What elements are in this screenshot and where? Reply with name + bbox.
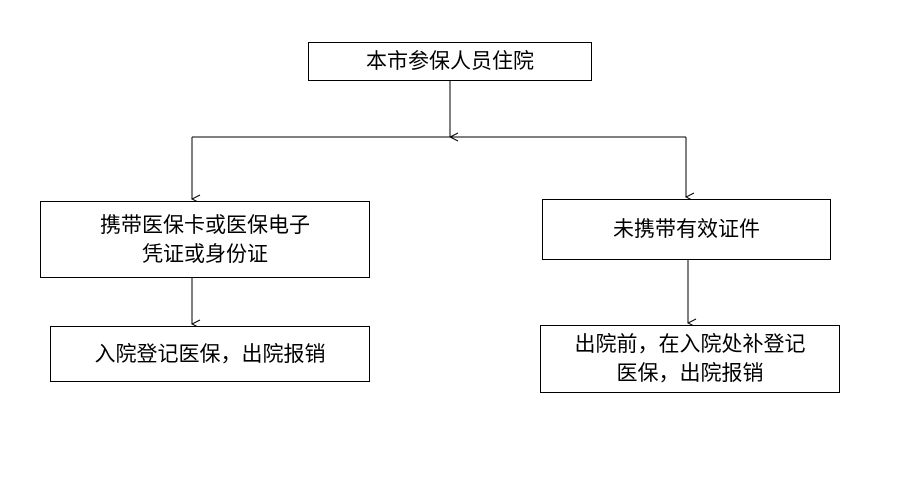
node-without-id-result-line-1: 出院前，在入院处补登记 (574, 332, 806, 356)
node-with-id-line-2: 凭证或身份证 (142, 241, 268, 266)
node-root: 本市参保人员住院 (308, 42, 592, 81)
node-with-id-result: 入院登记医保，出院报销 (50, 326, 370, 382)
node-without-id-result: 出院前，在入院处补登记 医保，出院报销 (540, 325, 840, 393)
node-with-id: 携带医保卡或医保电子 凭证或身份证 (40, 201, 370, 278)
node-with-id-result-line-1: 入院登记医保，出院报销 (94, 341, 326, 366)
node-without-id: 未携带有效证件 (542, 199, 831, 260)
node-without-id-line-1: 未携带有效证件 (613, 217, 760, 241)
node-with-id-line-1: 携带医保卡或医保电子 (100, 212, 310, 237)
node-root-line-1: 本市参保人员住院 (366, 49, 534, 73)
node-without-id-result-line-2: 医保，出院报销 (616, 361, 764, 385)
